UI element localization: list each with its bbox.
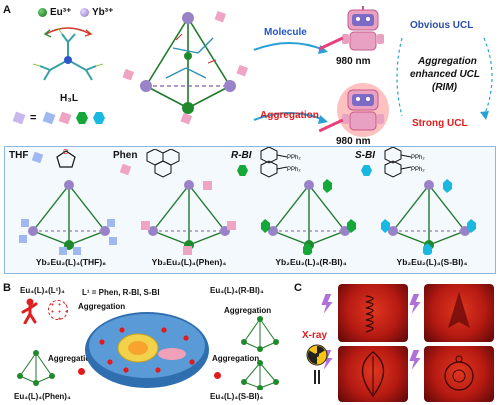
guest-hexagon-cyan (93, 112, 105, 124)
wavelength-top: 980 nm (336, 56, 371, 67)
phen-cube-icon (119, 163, 132, 176)
agg-label-2: Aggregation (224, 306, 272, 315)
caption-thf: Yb₂Eu₂(L)₄(THF)₈ (35, 257, 107, 267)
ligand-label: H₃L (60, 93, 78, 104)
phen-label: Phen (113, 150, 138, 161)
caption-phen: Yb₂Eu₂(L)₄(Phen)₄ (151, 257, 227, 267)
central-cage (122, 10, 249, 125)
panel-b-ligand-def: L¹ = Phen, R-BI, S-BI (82, 288, 160, 297)
rbi-label: R-BI (231, 150, 252, 161)
radiation-beam-2 (318, 370, 320, 384)
aggregation-enhanced-line2: enhanced UCL (410, 69, 481, 80)
wavelength-bottom: 980 nm (336, 136, 371, 147)
sbi-label: S-BI (355, 150, 375, 161)
small-cage-br (241, 360, 279, 390)
agg-label-3: Aggregation (48, 354, 96, 363)
svg-text:PPh₂: PPh₂ (411, 155, 425, 161)
panel-b-tr-formula: Eu₄(L)₄(R-BI)₄ (210, 286, 264, 295)
image-leaf (338, 346, 408, 402)
guest-cube-blue (42, 111, 56, 125)
dot-cluster (48, 300, 68, 320)
thf-cube-icon (31, 151, 44, 164)
agg-label-1: Aggregation (78, 302, 126, 311)
svg-text:PPh₂: PPh₂ (411, 167, 425, 173)
image-pendant (424, 346, 494, 402)
lightning-icon-3 (321, 350, 333, 370)
person-icon (21, 298, 38, 324)
ligand-structure (32, 27, 104, 81)
rbi-hexagon-icon (237, 165, 248, 176)
svg-text:O: O (63, 149, 69, 156)
panel-b-bl-formula: Eu₄(L)₄(Phen)₄ (14, 392, 71, 401)
phen-molecule-icon (146, 149, 180, 178)
sbi-hexagon-icon (361, 165, 372, 176)
svg-text:PPh₂: PPh₂ (287, 167, 301, 173)
caption-rbi: Yb₂Eu₂(L)₄(R-BI)₄ (275, 257, 347, 267)
guest-cube-lilac (12, 111, 26, 125)
panel-a-letter: A (3, 4, 11, 16)
robot-molecule-icon (342, 6, 384, 51)
guest-structures-box: THF O Phen R-BI PPh₂ PPh₂ S-BI (4, 146, 496, 274)
panel-c: C X-ray (290, 280, 500, 405)
equals-sign: = (30, 112, 37, 124)
caption-sbi: Yb₂Eu₂(L)₄(S-BI)₄ (396, 257, 468, 267)
panel-b: B Eu₄(L)₄(L¹)₄ L¹ = Phen, R-BI, S-BI Eu₄… (0, 280, 290, 405)
dashed-curve-arrow (396, 37, 493, 120)
thf-ring-icon: O (56, 149, 76, 168)
guest-cube-pink (58, 111, 72, 125)
agg-label-4: Aggregation (212, 354, 260, 363)
rbi-molecule-icon: PPh₂ PPh₂ (260, 147, 301, 178)
radiation-icon (306, 344, 328, 366)
panel-b-top-formula: Eu₄(L)₄(L¹)₄ (20, 286, 65, 295)
yb-legend-dot (80, 8, 89, 17)
panel-c-letter: C (294, 282, 302, 294)
red-dot-right (214, 372, 221, 379)
flow-arrows (253, 42, 328, 124)
panel-b-letter: B (3, 282, 11, 294)
lightning-icon-2 (409, 294, 421, 314)
guest-hexagon-green (76, 112, 88, 124)
eu-legend-dot (38, 8, 47, 17)
red-dot-left (78, 368, 85, 375)
image-spring (338, 284, 408, 342)
obvious-ucl-label: Obvious UCL (410, 20, 474, 31)
small-cage-tr (241, 316, 279, 352)
sbi-molecule-icon: PPh₂ PPh₂ (384, 147, 425, 178)
robot-aggregation-icon (337, 83, 389, 137)
lightning-icon-4 (409, 350, 421, 370)
svg-text:PPh₂: PPh₂ (287, 155, 301, 161)
aggregation-enhanced-line3: (RIM) (432, 82, 457, 93)
small-cage-bl (17, 350, 55, 386)
cell-illustration (85, 312, 209, 388)
cage-sbi (381, 179, 476, 255)
radiation-beam (314, 370, 316, 384)
eu-legend-label: Eu³⁺ (50, 7, 72, 18)
cage-rbi (261, 179, 356, 255)
xray-label: X-ray (302, 330, 328, 341)
yb-legend-label: Yb³⁺ (92, 7, 114, 18)
aggregation-label: Aggregation (260, 110, 319, 121)
molecule-label: Molecule (264, 27, 307, 38)
cage-thf (19, 180, 117, 255)
cage-phen (141, 180, 236, 255)
panel-a: A Eu³⁺ Yb³⁺ H₃L = (3, 4, 496, 274)
panel-b-br-formula: Eu₄(L)₄(S-BI)₄ (210, 392, 264, 401)
strong-ucl-label: Strong UCL (412, 118, 468, 129)
lightning-icon-1 (321, 294, 333, 314)
thf-label: THF (9, 150, 29, 161)
image-arrowhead (424, 284, 494, 342)
aggregation-enhanced-line1: Aggregation (418, 56, 477, 67)
